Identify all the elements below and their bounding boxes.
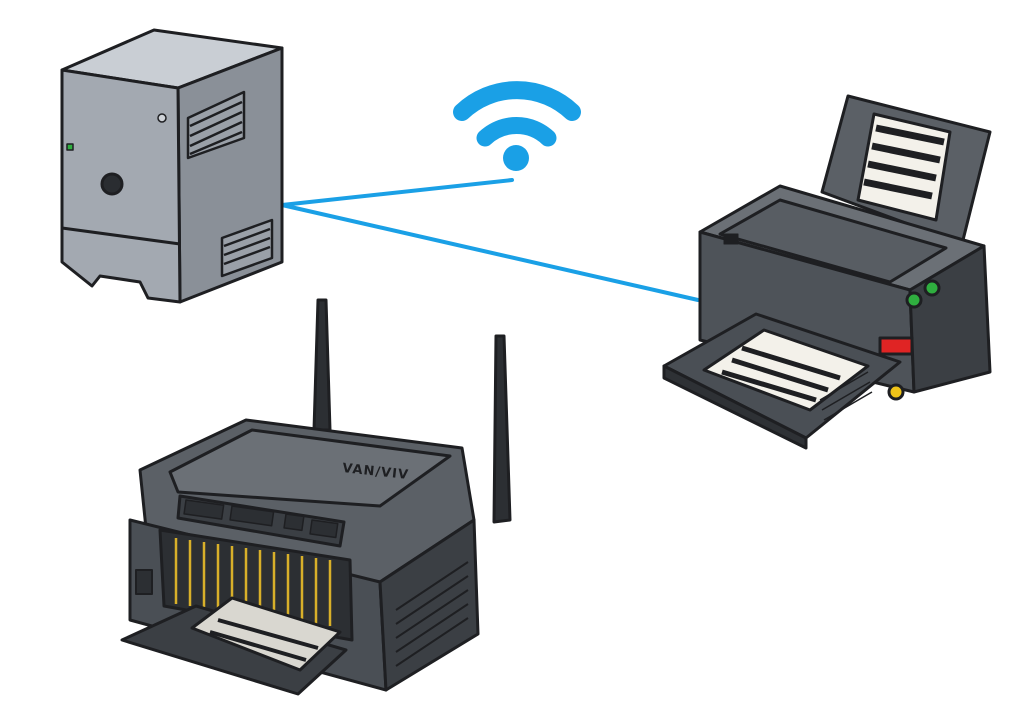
wireless-printer-with-antennas: VAN/VIV [120,298,512,696]
connection-lines [280,178,700,302]
link-server-wifi [280,178,514,207]
antenna-right [492,334,512,524]
wifi-icon [453,81,581,171]
inkjet-printer [662,94,992,450]
computer-tower [60,28,284,304]
link-server-printer [280,203,700,302]
error-display [878,336,914,356]
paper-sheet-input [856,112,952,222]
antenna-left [312,298,332,432]
paper-sheet-output [702,328,870,412]
yellow-button [887,383,905,401]
bottom-vent [220,218,274,278]
green-button-1 [905,291,923,309]
green-button-2 [923,279,941,297]
brand-label: VAN/VIV [342,461,410,483]
control-panel [176,494,346,548]
top-vent [186,90,246,160]
paper-sheet-tray [190,596,342,672]
